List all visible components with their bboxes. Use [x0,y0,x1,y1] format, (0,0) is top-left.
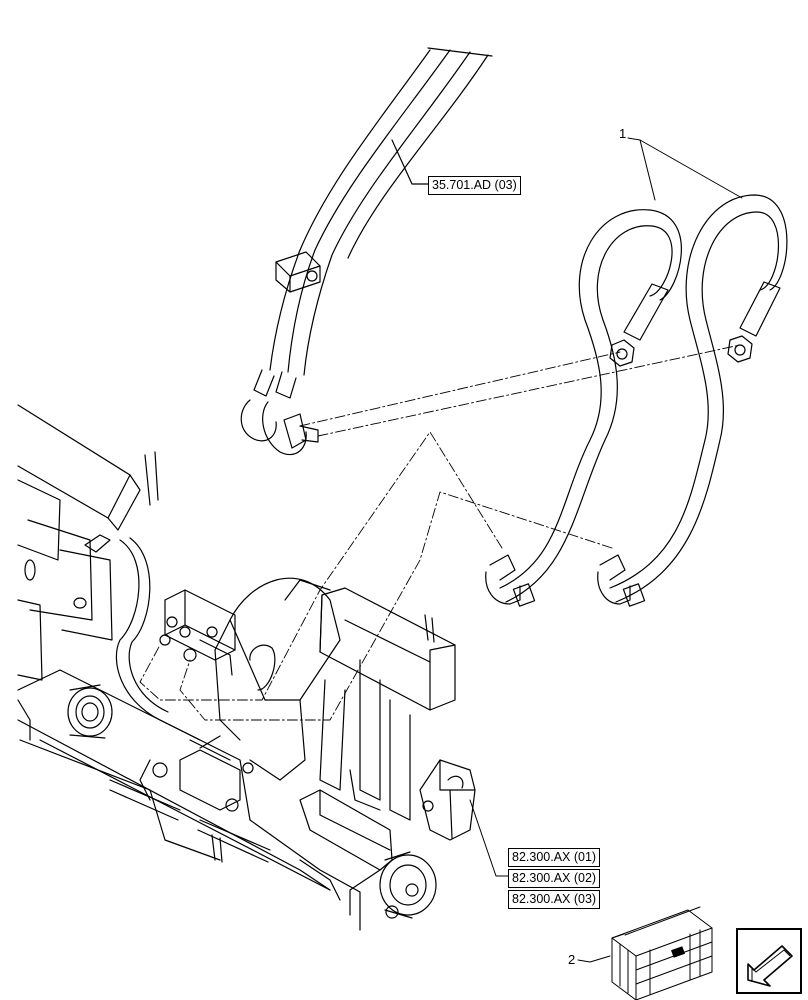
callout-2-leader [577,955,611,963]
callout-1-leaders [627,137,743,201]
ref-link-82-300-ax-02[interactable]: 82.300.AX (02) [508,869,601,888]
callout-item-2: 2 [568,952,576,967]
machine-frame [17,404,476,931]
hydraulic-hose-left [485,209,682,607]
ref-link-82-300-ax-03[interactable]: 82.300.AX (03) [508,890,601,909]
arrow-down-left-icon[interactable] [736,928,802,994]
callout-item-1: 1 [619,126,627,141]
ref-stack-leader [469,799,509,877]
parts-crate-icon [611,906,713,1000]
arrow-glyph [747,945,793,987]
ref-link-35-701-ad-03[interactable]: 35.701.AD (03) [428,176,521,195]
assembly-lines [139,344,741,721]
hydraulic-hose-right [597,194,788,607]
upper-hose-bundle [240,47,493,456]
ref-link-82-300-ax-01[interactable]: 82.300.AX (01) [508,848,601,867]
